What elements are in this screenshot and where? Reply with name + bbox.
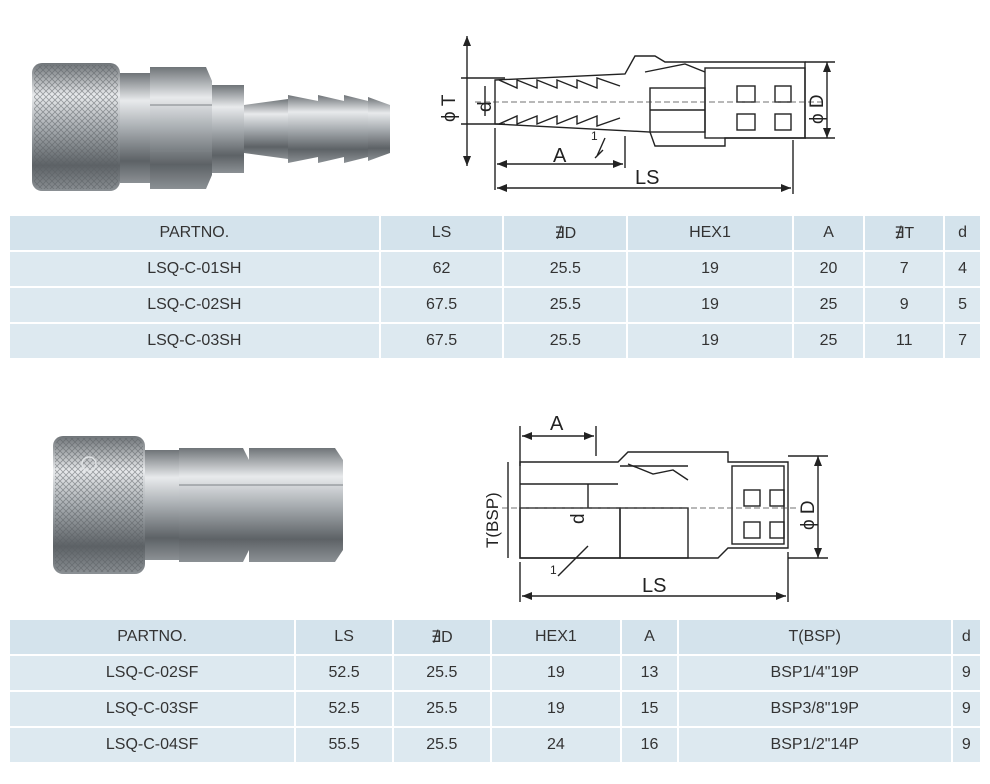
table-cell: 25.5	[393, 656, 490, 690]
table-cell: 25.5	[504, 288, 627, 322]
table-cell: 55.5	[296, 728, 392, 762]
col-header: PARTNO.	[10, 620, 295, 654]
table-cell: 24	[491, 728, 621, 762]
dim-label-tbsp: T(BSP)	[483, 492, 502, 548]
table-row: LSQ-C-04SF 55.5 25.5 24 16 BSP1/2"14P 9	[10, 728, 980, 762]
table-row: LSQ-C-02SF 52.5 25.5 19 13 BSP1/4"19P 9	[10, 656, 980, 690]
table-cell: 25.5	[393, 728, 490, 762]
col-header: ∄T	[865, 216, 944, 250]
col-header: d	[945, 216, 980, 250]
table-cell: 52.5	[296, 656, 392, 690]
table-cell: 13	[622, 656, 677, 690]
table-cell: 62	[380, 252, 503, 286]
table-cell: 25.5	[504, 324, 627, 358]
table-row: LSQ-C-03SH 67.5 25.5 19 25 11 7	[10, 324, 980, 358]
table-cell: 9	[952, 692, 980, 726]
table-cell: 19	[628, 288, 792, 322]
table-cell: 25.5	[504, 252, 627, 286]
dim-label-phiD: ϕ D	[798, 500, 819, 530]
table-cell: LSQ-C-02SF	[10, 656, 295, 690]
dim-label-phiD: ϕ D	[807, 94, 828, 124]
table-cell: 19	[628, 324, 792, 358]
dim-label-d: d	[568, 513, 589, 524]
product-photo-sf	[53, 436, 343, 574]
col-header: HEX1	[628, 216, 792, 250]
table-cell: 16	[622, 728, 677, 762]
col-header: ∄D	[504, 216, 627, 250]
table-cell: LSQ-C-03SF	[10, 692, 295, 726]
table-cell: 25	[793, 288, 864, 322]
technical-drawing-sf: A T(BSP) d ϕ D LS 1	[483, 413, 828, 602]
table-cell: LSQ-C-01SH	[10, 252, 379, 286]
table-cell: 11	[865, 324, 944, 358]
col-header: LS	[296, 620, 392, 654]
table-cell: 25.5	[393, 692, 490, 726]
product-section-sh: ϕ T d ϕ D A LS 1 PARTNO. LS ∄D HEX1 A ∄T…	[0, 0, 990, 370]
spec-table-sf: PARTNO. LS ∄D HEX1 A T(BSP) d LSQ-C-02SF…	[8, 618, 982, 764]
product-photo-sh	[32, 63, 390, 191]
spec-table-sh: PARTNO. LS ∄D HEX1 A ∄T d LSQ-C-01SH 62 …	[8, 214, 982, 360]
dim-label-hex: 1	[591, 129, 598, 143]
col-header: T(BSP)	[678, 620, 951, 654]
table-row: LSQ-C-03SF 52.5 25.5 19 15 BSP3/8"19P 9	[10, 692, 980, 726]
table-header-row: PARTNO. LS ∄D HEX1 A ∄T d	[10, 216, 980, 250]
table-cell: 19	[491, 656, 621, 690]
col-header: PARTNO.	[10, 216, 379, 250]
table-cell: 67.5	[380, 324, 503, 358]
table-cell: 5	[945, 288, 980, 322]
table-cell: LSQ-C-03SH	[10, 324, 379, 358]
table-cell: LSQ-C-02SH	[10, 288, 379, 322]
col-header: d	[952, 620, 980, 654]
table-cell: BSP3/8"19P	[678, 692, 951, 726]
table-cell: 20	[793, 252, 864, 286]
dim-label-LS: LS	[642, 575, 666, 597]
col-header: A	[622, 620, 677, 654]
dim-label-phiT: ϕ T	[439, 94, 460, 122]
table-header-row: PARTNO. LS ∄D HEX1 A T(BSP) d	[10, 620, 980, 654]
dim-label-d: d	[475, 101, 496, 112]
table-cell: 9	[952, 656, 980, 690]
table-cell: 9	[952, 728, 980, 762]
table-cell: 7	[865, 252, 944, 286]
col-header: HEX1	[491, 620, 621, 654]
col-header: LS	[380, 216, 503, 250]
dim-label-A: A	[553, 145, 567, 167]
table-cell: 15	[622, 692, 677, 726]
table-cell: 9	[865, 288, 944, 322]
table-cell: BSP1/4"19P	[678, 656, 951, 690]
product-section-sf: A T(BSP) d ϕ D LS 1 PARTNO. LS ∄D HEX1 A…	[0, 400, 990, 784]
table-cell: BSP1/2"14P	[678, 728, 951, 762]
table-cell: 19	[491, 692, 621, 726]
table-row: LSQ-C-01SH 62 25.5 19 20 7 4	[10, 252, 980, 286]
dim-label-A: A	[550, 413, 564, 435]
table-cell: 52.5	[296, 692, 392, 726]
table-row: LSQ-C-02SH 67.5 25.5 19 25 9 5	[10, 288, 980, 322]
col-header: ∄D	[393, 620, 490, 654]
dim-label-LS: LS	[635, 167, 659, 189]
technical-drawing-sh: ϕ T d ϕ D A LS 1	[439, 36, 835, 194]
col-header: A	[793, 216, 864, 250]
table-cell: 7	[945, 324, 980, 358]
dim-label-hex: 1	[550, 563, 557, 577]
table-cell: 4	[945, 252, 980, 286]
table-cell: 67.5	[380, 288, 503, 322]
table-cell: 25	[793, 324, 864, 358]
table-cell: LSQ-C-04SF	[10, 728, 295, 762]
table-cell: 19	[628, 252, 792, 286]
